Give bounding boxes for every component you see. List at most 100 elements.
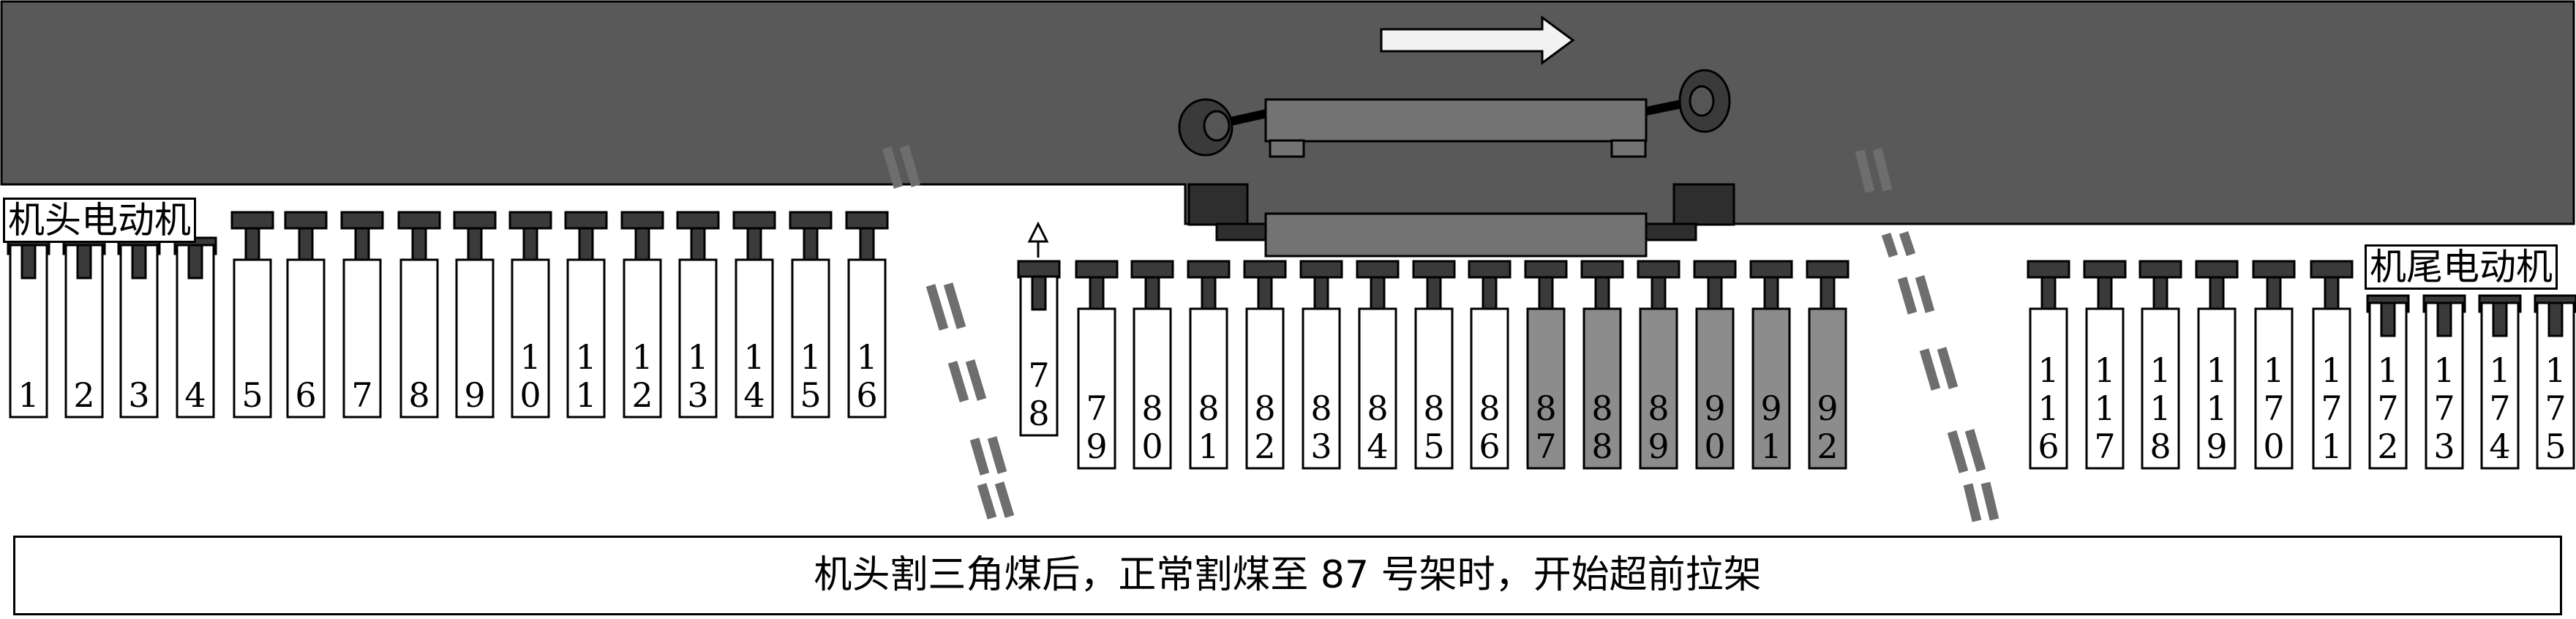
support-number: 1 <box>2094 389 2115 428</box>
support-number: 8 <box>1423 389 1444 428</box>
hydraulic-support: 175 <box>2534 294 2576 470</box>
shearer <box>1178 69 1731 158</box>
hydraulic-support: 6 <box>284 211 328 419</box>
hydraulic-support: 16 <box>845 211 889 419</box>
hydraulic-support: 172 <box>2366 294 2410 470</box>
hydraulic-support: 11 <box>564 211 608 419</box>
support-number: 3 <box>1310 427 1332 466</box>
hydraulic-support: 118 <box>2138 260 2182 470</box>
hydraulic-support: 89 <box>1637 260 1681 470</box>
hydraulic-support: 85 <box>1412 260 1456 470</box>
hydraulic-support: 12 <box>620 211 664 419</box>
support-number: 7 <box>2377 389 2398 428</box>
hydraulic-support: 82 <box>1243 260 1287 470</box>
hydraulic-support: 174 <box>2478 294 2522 470</box>
support-number: 3 <box>2433 427 2455 466</box>
conveyor <box>1187 183 1735 258</box>
support-number: 7 <box>1086 389 1107 428</box>
support-number: 7 <box>2263 389 2284 428</box>
support-number: 0 <box>1704 427 1725 466</box>
advance-direction-arrow-icon <box>1380 15 1575 65</box>
support-number: 1 <box>2489 350 2510 390</box>
support-number: 1 <box>18 375 39 415</box>
support-number: 1 <box>519 337 541 377</box>
hydraulic-support: 88 <box>1580 260 1624 470</box>
support-number: 1 <box>2545 350 2566 390</box>
support-number: 8 <box>1141 389 1163 428</box>
support-number: 9 <box>2206 427 2227 466</box>
support-number: 1 <box>1198 427 1219 466</box>
shearer-body <box>1264 98 1648 143</box>
hydraulic-support: 79 <box>1075 260 1119 470</box>
support-number: 1 <box>2433 350 2455 390</box>
support-number: 1 <box>856 337 877 377</box>
support-number: 3 <box>687 375 708 415</box>
hydraulic-support: 78 <box>1017 260 1061 437</box>
support-number: 1 <box>2321 427 2342 466</box>
support-number: 8 <box>408 375 429 415</box>
right-cutting-drum-icon <box>1678 69 1731 133</box>
support-number: 1 <box>2149 389 2171 428</box>
hydraulic-support: 116 <box>2027 260 2070 470</box>
support-number: 7 <box>351 375 372 415</box>
hydraulic-support: 14 <box>732 211 776 419</box>
support-number: 8 <box>1535 389 1556 428</box>
support-number: 1 <box>631 337 653 377</box>
support-number: 2 <box>2377 427 2398 466</box>
support-advance-arrow-icon <box>1027 221 1049 258</box>
support-number: 1 <box>2206 350 2227 390</box>
hydraulic-support: 15 <box>789 211 833 419</box>
support-number: 9 <box>1817 389 1838 428</box>
hydraulic-support: 4 <box>173 236 217 419</box>
hydraulic-support: 90 <box>1693 260 1737 470</box>
hydraulic-support: 170 <box>2252 260 2296 470</box>
hydraulic-support: 10 <box>508 211 552 419</box>
hydraulic-support: 84 <box>1356 260 1400 470</box>
support-number: 8 <box>1591 427 1612 466</box>
support-number: 0 <box>519 375 541 415</box>
support-number: 2 <box>1254 427 1275 466</box>
support-number: 4 <box>1367 427 1388 466</box>
support-number: 3 <box>128 375 149 415</box>
support-number: 0 <box>1141 427 1163 466</box>
support-number: 9 <box>1086 427 1107 466</box>
support-number: 1 <box>800 337 821 377</box>
caption: 机头割三角煤后，正常割煤至 87 号架时，开始超前拉架 <box>13 536 2562 615</box>
support-number: 9 <box>1648 427 1669 466</box>
support-number: 1 <box>2206 389 2227 428</box>
support-number: 5 <box>800 375 821 415</box>
support-number: 1 <box>2321 350 2342 390</box>
support-number: 7 <box>2321 389 2342 428</box>
support-number: 1 <box>575 337 596 377</box>
hydraulic-support: 5 <box>230 211 274 419</box>
hydraulic-support: 9 <box>453 211 497 419</box>
hydraulic-support: 91 <box>1749 260 1793 470</box>
hydraulic-support: 92 <box>1806 260 1850 470</box>
hydraulic-support: 83 <box>1299 260 1343 470</box>
support-number: 6 <box>1479 427 1500 466</box>
tail-motor-label: 机尾电动机 <box>2365 244 2558 290</box>
support-number: 8 <box>1648 389 1669 428</box>
support-number: 9 <box>464 375 485 415</box>
hydraulic-support: 119 <box>2195 260 2239 470</box>
hydraulic-support: 81 <box>1187 260 1231 470</box>
support-number: 1 <box>2038 350 2059 390</box>
hydraulic-support: 117 <box>2083 260 2127 470</box>
support-number: 1 <box>687 337 708 377</box>
support-number: 9 <box>1760 389 1781 428</box>
support-number: 1 <box>575 375 596 415</box>
left-cutting-drum-icon <box>1178 98 1233 157</box>
support-number: 1 <box>2149 350 2171 390</box>
support-number: 8 <box>1254 389 1275 428</box>
hydraulic-support: 86 <box>1468 260 1512 470</box>
hydraulic-support: 8 <box>397 211 441 419</box>
support-number: 5 <box>241 375 263 415</box>
support-number: 1 <box>1760 427 1781 466</box>
support-number: 1 <box>743 337 765 377</box>
hydraulic-support: 2 <box>62 236 106 419</box>
support-number: 4 <box>2489 427 2510 466</box>
support-number: 6 <box>856 375 877 415</box>
hydraulic-support: 3 <box>117 236 161 419</box>
right-boundary-dashes <box>1855 148 1999 522</box>
support-number: 2 <box>631 375 653 415</box>
